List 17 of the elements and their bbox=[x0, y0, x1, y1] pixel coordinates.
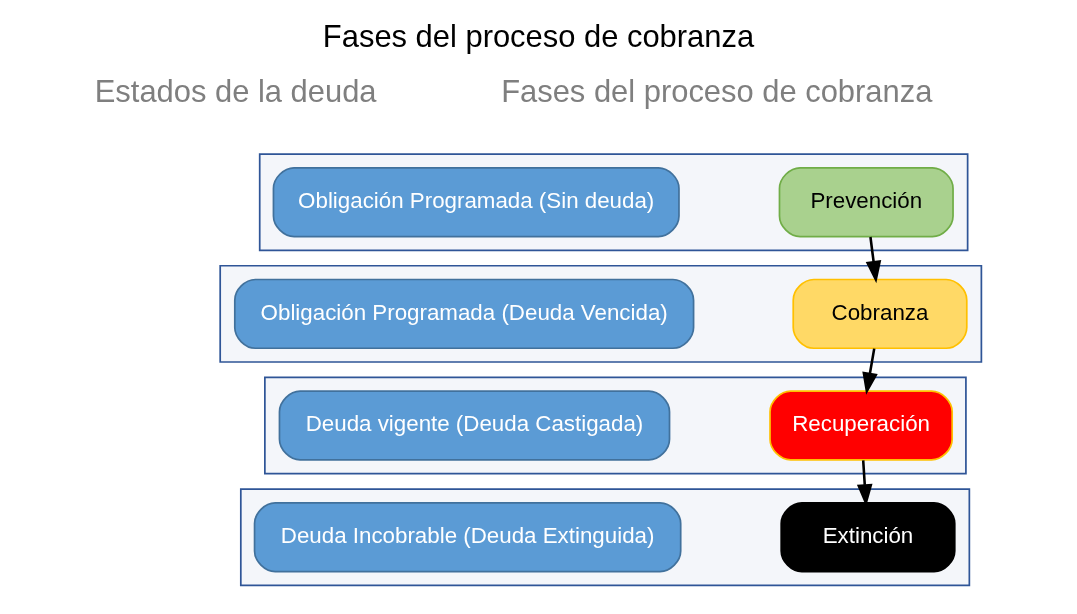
node-box: Obligación Programada (Sin deuda) bbox=[272, 166, 680, 238]
label: Estados de la deuda bbox=[94, 73, 377, 109]
node-box: Recuperación bbox=[769, 390, 954, 461]
node-box: Cobranza bbox=[792, 278, 968, 350]
arrow bbox=[865, 236, 882, 284]
node-box: Obligación Programada (Deuda Vencida) bbox=[233, 278, 695, 350]
arrow bbox=[862, 348, 878, 395]
diagram-title: Fases del proceso de cobranza bbox=[322, 18, 755, 54]
node-box: Deuda vigente (Deuda Castigada) bbox=[278, 390, 671, 461]
cluster bbox=[258, 153, 969, 252]
node-box: Prevención bbox=[778, 166, 954, 238]
cluster bbox=[219, 264, 983, 363]
cluster bbox=[264, 376, 967, 475]
node-box: Extinción bbox=[780, 502, 956, 573]
node-box: Deuda Incobrable (Deuda Extinguida) bbox=[253, 502, 682, 573]
cluster bbox=[239, 488, 971, 587]
label: Fases del proceso de cobranza bbox=[501, 73, 933, 109]
